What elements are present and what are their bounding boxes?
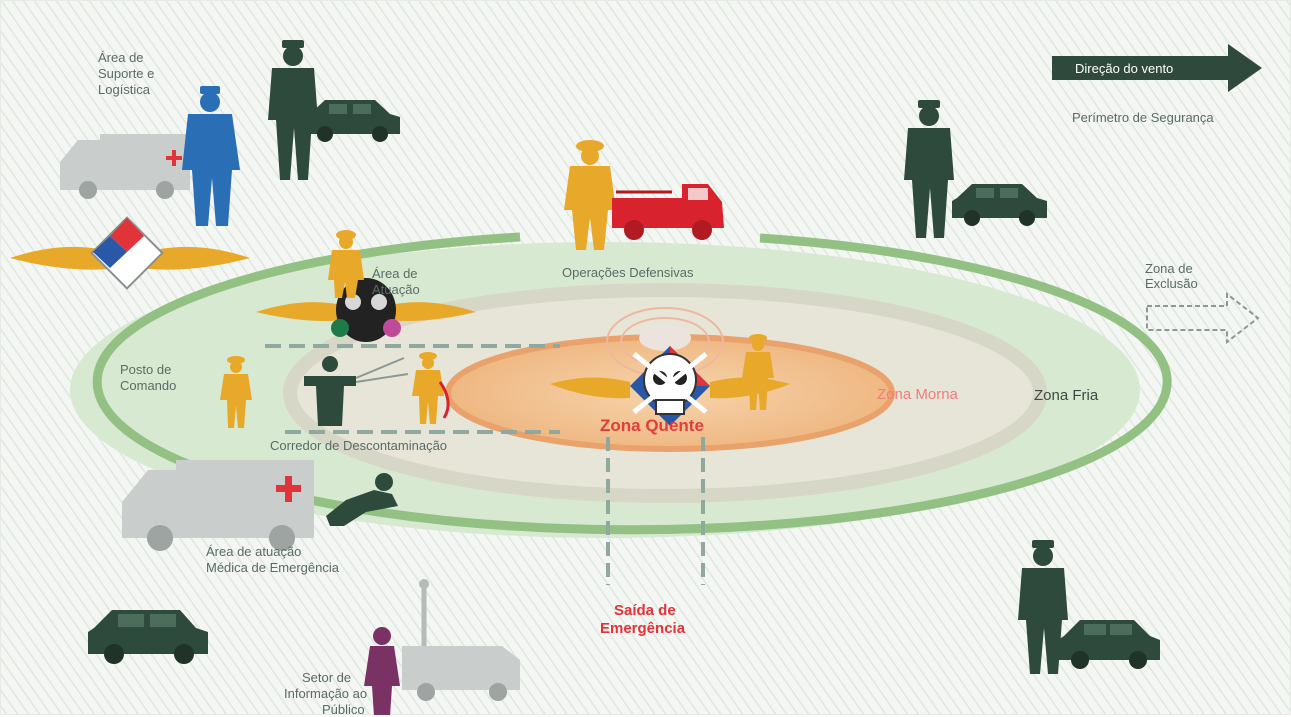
ambulance-icon [122, 460, 314, 551]
fire-truck-icon [612, 184, 724, 240]
cold-zone-label: Zona Fria [1034, 387, 1099, 404]
public-info-person-icon [364, 627, 400, 715]
decontamination-corridor-label: Corredor de Descontaminação [270, 438, 448, 453]
defensive-operations-label: Operações Defensivas [562, 265, 694, 280]
cold-zone-ring [92, 232, 1172, 535]
antenna-icon [402, 579, 520, 701]
police-officer-icon [904, 100, 954, 238]
decontamination-person-icon [304, 356, 409, 426]
decontamination-corridor-lines [265, 344, 560, 434]
exclusion-zone-arrow-icon [1146, 291, 1260, 345]
victim-icon [326, 473, 398, 526]
ambulance-icon [60, 134, 190, 199]
wind-direction-arrow [1052, 44, 1262, 92]
police-officer-icon [268, 40, 318, 180]
firefighter-icon [564, 140, 616, 250]
security-perimeter-label: Perímetro de Segurança [1072, 110, 1214, 125]
hazmat-diamond-icon [10, 216, 250, 290]
police-car-icon [952, 184, 1047, 226]
police-officer-icon [1018, 540, 1068, 674]
hot-zone-label: Zona Quente [600, 416, 704, 435]
skull-hazard-icon [550, 346, 790, 426]
wind-direction-label: Direção do vento [1075, 61, 1174, 76]
firefighter-icon [328, 230, 364, 298]
medic-icon [182, 86, 240, 226]
police-car-icon [1058, 620, 1160, 669]
police-car-icon [88, 610, 208, 664]
warm-zone-label: Zona Morna [877, 386, 958, 403]
firefighter-icon [220, 356, 252, 428]
emergency-exit-lines [606, 437, 705, 585]
police-car-icon [305, 100, 400, 142]
firefighter-icon [412, 352, 450, 424]
